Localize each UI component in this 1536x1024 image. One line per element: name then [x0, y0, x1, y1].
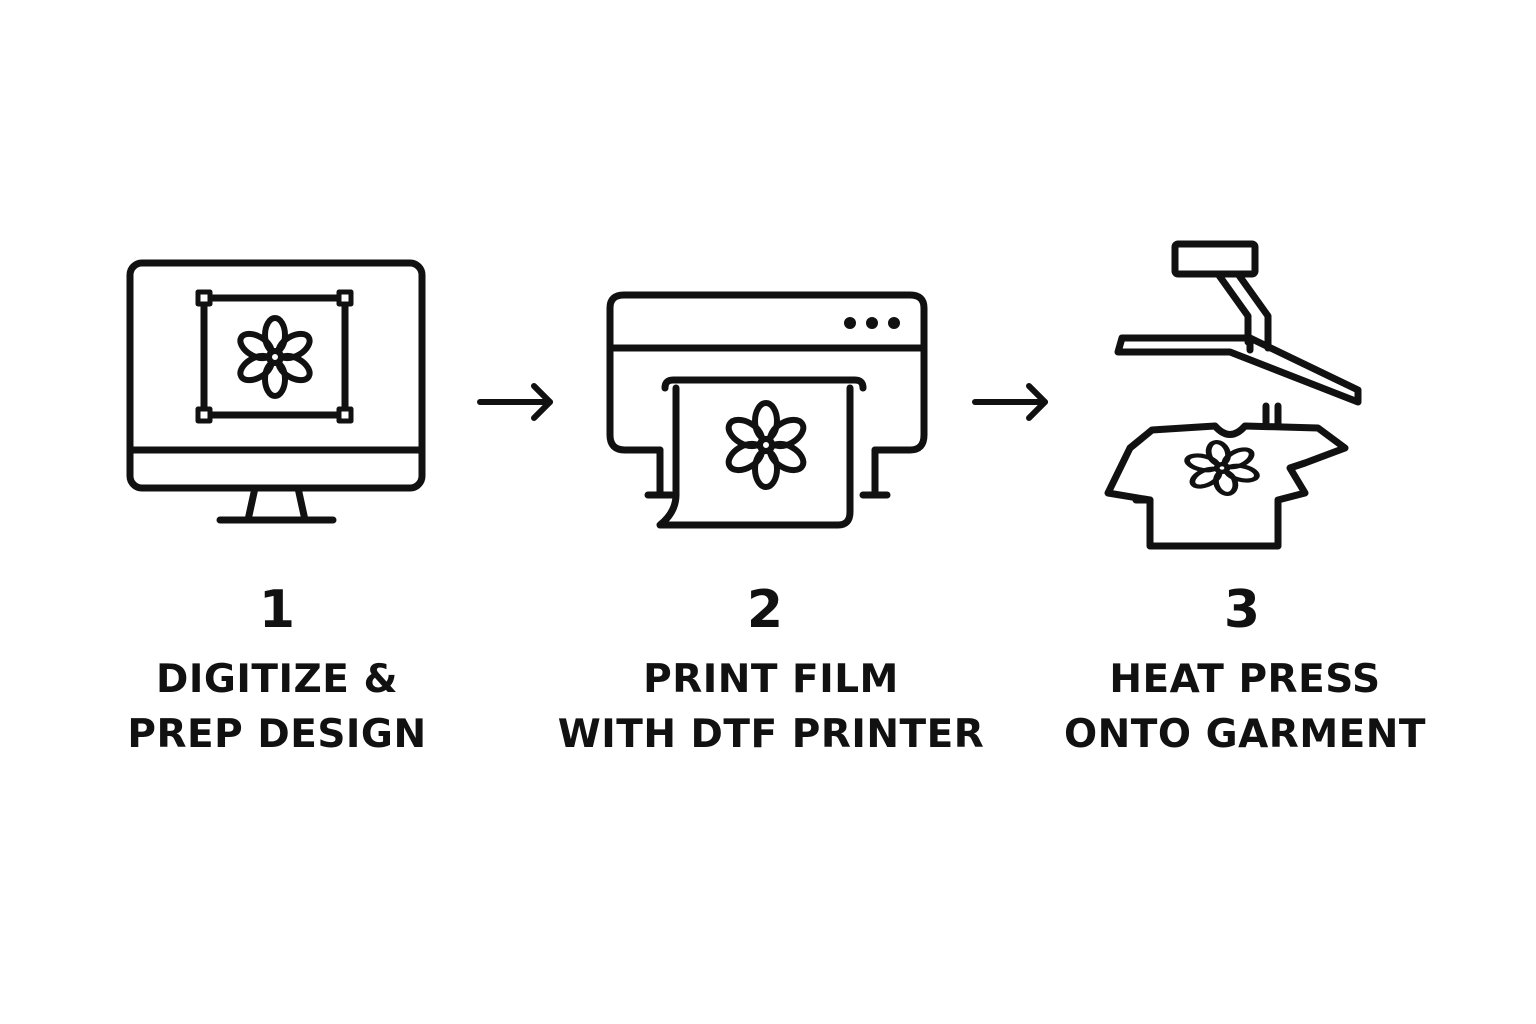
- step-3-label-line2: ONTO GARMENT: [1063, 712, 1427, 757]
- step-2-number: 2: [746, 580, 784, 640]
- step-1-label-line2: PREP DESIGN: [127, 712, 427, 757]
- step-2-label-line2: WITH DTF PRINTER: [557, 712, 985, 757]
- step-3-number: 3: [1223, 580, 1261, 640]
- arrow-right-icon: [470, 380, 570, 428]
- step-2-label: PRINT FILM WITH DTF PRINTER: [531, 652, 1011, 762]
- step-1-number: 1: [258, 580, 296, 640]
- step-3-label: HEAT PRESS ONTO GARMENT: [1005, 652, 1485, 762]
- arrow-right-icon: [965, 380, 1065, 428]
- heat-press-tshirt-icon: [1100, 238, 1370, 558]
- step-3-label-line1: HEAT PRESS: [1109, 657, 1381, 702]
- step-1-label-line1: DIGITIZE &: [155, 657, 399, 702]
- step-2-label-line1: PRINT FILM: [643, 657, 899, 702]
- step-1-label: DIGITIZE & PREP DESIGN: [37, 652, 517, 762]
- computer-monitor-design-icon: [120, 255, 440, 535]
- dtf-printer-icon: [600, 290, 940, 540]
